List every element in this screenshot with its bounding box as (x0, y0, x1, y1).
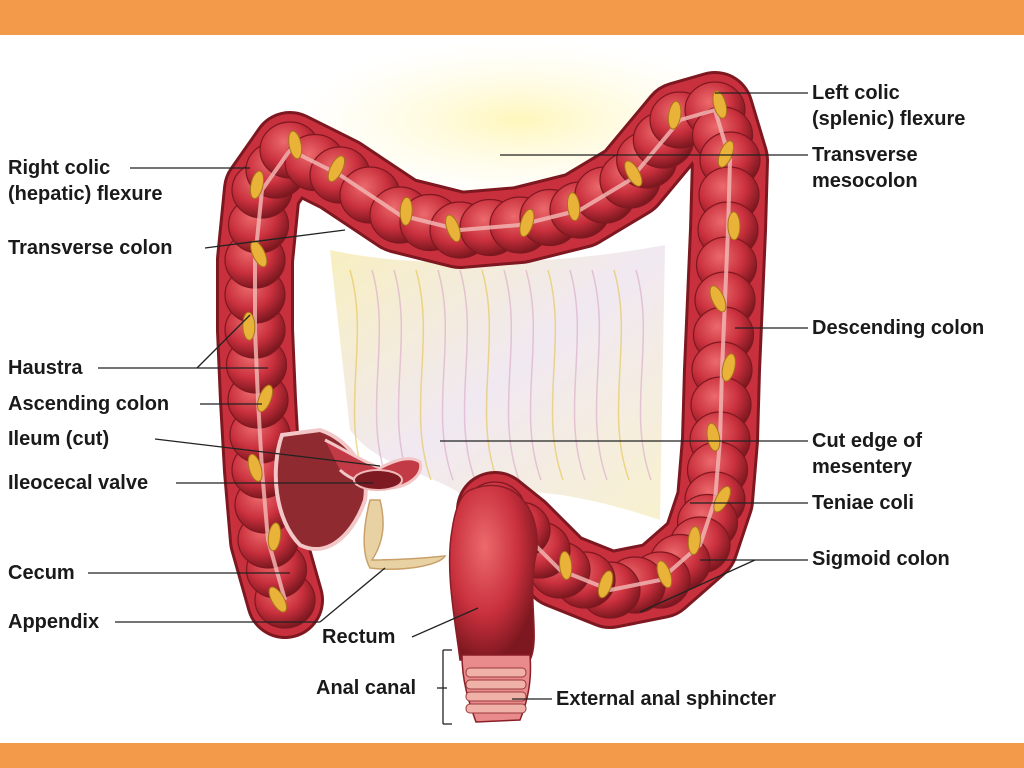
bottom-orange-band (0, 743, 1024, 768)
leader-lines (88, 92, 808, 725)
mesentery-streak (547, 269, 564, 481)
mesentery-streak (613, 269, 630, 481)
label-anal-canal: Anal canal (316, 677, 417, 699)
leader-transverse-colon (204, 229, 346, 249)
label-sigmoid-colon: Sigmoid colon (812, 548, 950, 570)
mesentery-streak (525, 269, 542, 481)
mesentery-streak (371, 269, 388, 481)
sphincter-band (465, 679, 527, 690)
epiploic-appendage (656, 560, 673, 589)
epiploic-appendage (709, 285, 727, 313)
epiploic-appendage (667, 100, 682, 130)
epiploic-appendage (288, 130, 303, 160)
sphincter-bands (465, 667, 527, 714)
leader-sigmoid-b (639, 559, 756, 613)
mesentery-streak (503, 269, 520, 481)
leader-haustra-b (196, 314, 251, 369)
epiploic-appendage (706, 422, 721, 452)
mesentery-streak (459, 269, 476, 481)
top-orange-band (0, 0, 1024, 35)
epiploic-appendage (247, 453, 263, 482)
label-left-colic-flexure: Left colic (splenic) flexure (812, 82, 966, 130)
appendix-shape (363, 499, 447, 570)
label-rectum: Rectum (322, 626, 396, 648)
rectum-shape (448, 484, 538, 661)
epiploic-appendage (566, 192, 581, 222)
mesentery-streak (437, 269, 454, 481)
mesentery (330, 245, 665, 520)
cecum-cut-interior (273, 427, 368, 551)
epiploic-appendage (624, 160, 643, 187)
sphincter-band (465, 691, 527, 702)
label-cut-edge-of-mesentery: Cut edge of mesentery (812, 430, 922, 478)
colon (216, 71, 769, 639)
epiploic-appendage (717, 140, 735, 168)
epiploic-appendage (267, 522, 282, 552)
mesentery-streak (591, 269, 608, 481)
epiploic-appendage (712, 90, 728, 119)
label-ileocecal-valve: Ileocecal valve (8, 472, 149, 494)
epiploic-appendage (327, 155, 346, 183)
epiploic-appendage (268, 586, 288, 613)
epiploic-appendage (713, 485, 731, 513)
epiploic-appendage (249, 170, 265, 200)
label-transverse-colon: Transverse colon (8, 237, 173, 259)
epiploic-appendage (727, 211, 741, 241)
label-ascending-colon: Ascending colon (8, 393, 170, 415)
epiploic-appendage (597, 570, 614, 599)
mesentery-streak (635, 269, 652, 481)
sphincter-band (465, 667, 527, 678)
epiploic-appendage (257, 384, 274, 413)
label-right-colic-flexure: Right colic (hepatic) flexure (8, 157, 163, 205)
epiploic-appendage (559, 551, 573, 580)
label-ileum-cut: Ileum (cut) (8, 428, 110, 450)
leader-rectum (411, 607, 479, 638)
label-transverse-mesocolon: Transverse mesocolon (812, 144, 918, 192)
label-descending-colon: Descending colon (812, 317, 985, 339)
mesentery-streak (569, 269, 586, 481)
label-teniae-coli: Teniae coli (812, 492, 914, 514)
mesentery-streak (481, 269, 498, 481)
epiploic-appendage (250, 240, 268, 268)
epiploic-appendage (687, 526, 701, 556)
sphincter-band (465, 703, 527, 714)
epiploic-appendage (399, 196, 413, 226)
mesentery-streaks (349, 269, 652, 481)
leader-appendix-b (319, 567, 386, 623)
label-haustra: Haustra (8, 357, 83, 379)
label-cecum: Cecum (8, 562, 75, 584)
mesentery-streak (415, 269, 432, 481)
mesentery-streak (349, 269, 366, 481)
tenia-strip (253, 108, 732, 601)
leader-ileum (154, 438, 381, 467)
label-appendix: Appendix (8, 611, 100, 633)
label-external-anal-sphincter: External anal sphincter (556, 688, 777, 710)
ileocecal-valve-shape (353, 469, 403, 491)
epiploic-appendage (445, 214, 461, 243)
mesentery-streak (393, 269, 410, 481)
epiploic-appendage (519, 208, 535, 237)
epiploic-appendage (721, 353, 736, 382)
